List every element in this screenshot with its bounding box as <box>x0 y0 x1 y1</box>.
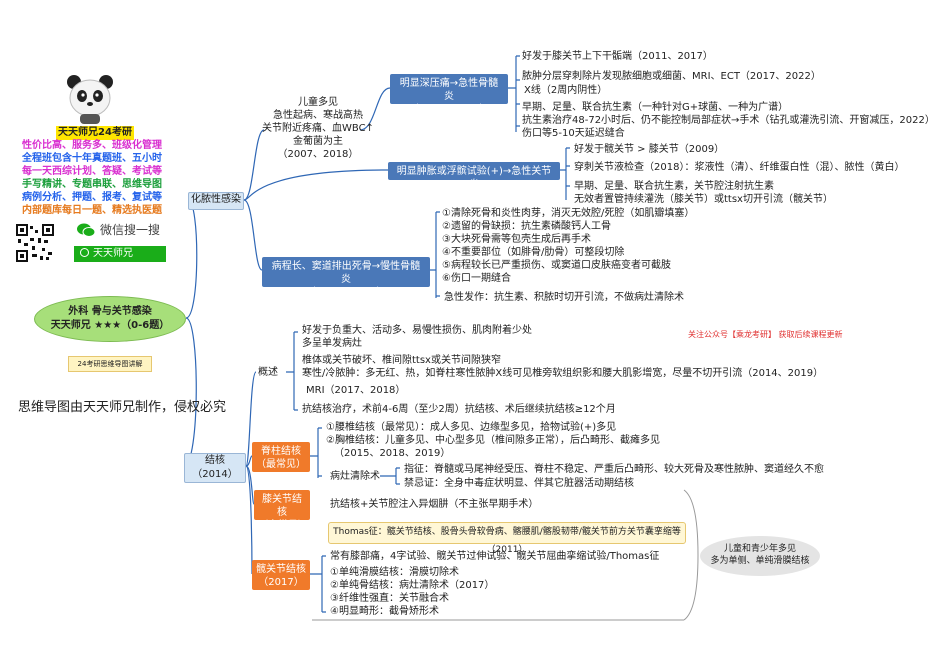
chronic-item: ③大块死骨需等包壳生成后再手术 <box>442 234 591 245</box>
spine-contra: 禁忌证：全身中毒症状明显、伴其它脏器活动期结核 <box>404 478 634 489</box>
search-value: 天天师兄 <box>93 248 133 259</box>
overview-label: 概述 <box>258 367 278 378</box>
node-chronic-osteomyelitis[interactable]: 病程长、窦道排出死骨→慢性骨髓炎 （2015、2020） <box>262 257 430 298</box>
node-label: （2017、2022） <box>408 104 490 115</box>
node-knee-tb[interactable]: 膝关节结核 （次常见） <box>254 490 310 531</box>
osteo-item: 好发于膝关节上下干骺端（2011、2017） <box>522 51 713 62</box>
overview-item: 椎体或关节破坏、椎间隙ttsx或关节间隙狭窄 <box>302 355 501 366</box>
chronic-item: ①清除死骨和炎性肉芽，消灭无效腔/死腔（如肌瓣填塞） <box>442 208 695 219</box>
note-line: 多为单侧、单纯滑膜结核 <box>710 556 810 566</box>
node-spine-tb[interactable]: 脊柱结核 （最常见） <box>252 442 310 472</box>
chronic-item: ④不重要部位（如腓骨/肋骨）可整段切除 <box>442 247 625 258</box>
node-label: （最常见） <box>256 459 306 470</box>
node-label: （2017） <box>258 577 304 588</box>
hip-item: 常有膝部痛，4字试验、髋关节过伸试验、髋关节屈曲挛缩试验/Thomas征 <box>330 551 660 562</box>
node-label: 结核 <box>205 455 225 466</box>
guide-badge: 24考研思维导图讲解 <box>68 356 152 372</box>
promo-line: 病例分析、押题、报考、复试等 <box>22 192 162 203</box>
node-tuberculosis[interactable]: 结核 （2014） <box>184 453 246 483</box>
node-label: （2015、2020） <box>305 287 387 298</box>
intro-line: （2007、2018） <box>277 149 359 160</box>
intro-line: 急性起病、寒战高热 <box>272 110 363 121</box>
promo-list: 性价比高、服务多、班级化管理 全程班包含十年真题班、五小时 每一天西综计划、答疑… <box>22 139 162 217</box>
spine-indication: 指征：脊髓或马尾神经受压、脊柱不稳定、严重后凸畸形、较大死骨及寒性脓肿、窦道经久… <box>404 464 824 475</box>
wechat-icon <box>76 222 96 238</box>
arthritis-item: 早期、足量、联合抗生素，关节腔注射抗生素 <box>574 181 774 192</box>
node-label: 病程长、窦道排出死骨→慢性骨髓炎 <box>271 261 421 285</box>
wechat-label: 微信搜一搜 <box>100 223 161 237</box>
overview-item: 多呈单发病灶 <box>302 338 362 349</box>
arthritis-item: 穿刺关节液检查（2018）：浆液性（清）、纤维蛋白性（混）、脓性（黄白） <box>574 162 905 173</box>
hip-item: ④明显畸形：截骨矫形术 <box>330 606 439 617</box>
node-acute-arthritis[interactable]: 明显肿胀或浮髌试验(+)→急性关节炎 <box>388 162 560 190</box>
arthritis-item: 无效者置管持续灌洗（膝关节）或ttsx切开引流（髋关节） <box>574 194 833 205</box>
node-label: （2014） <box>192 469 238 480</box>
promo-line: 性价比高、服务多、班级化管理 <box>22 140 162 151</box>
hip-item: ③纤维性强直：关节融合术 <box>330 593 449 604</box>
overview-item: MRI（2017、2018） <box>306 385 406 396</box>
qr-code <box>16 224 54 262</box>
node-hip-tb[interactable]: 髋关节结核 （2017） <box>252 560 310 590</box>
note-oval: 儿童和青少年多见 多为单侧、单纯滑膜结核 <box>700 536 820 576</box>
osteo-item: X线（2周内阴性） <box>524 85 608 96</box>
promo-line: 全程班包含十年真题班、五小时 <box>22 153 162 164</box>
chronic-item: ②遗留的骨缺损：抗生素磷酸钙人工骨 <box>442 221 611 232</box>
node-label: 膝关节结核 <box>262 494 302 518</box>
node-label: （次常见） <box>258 520 308 531</box>
arthritis-item: 好发于髋关节 > 膝关节（2009） <box>574 144 725 155</box>
suppurative-intro: 儿童多见 急性起病、寒战高热 关节附近疼痛、血WBC↑ 金葡菌为主 （2007、… <box>262 96 374 161</box>
node-label: 脊柱结核 <box>261 446 301 457</box>
spine-item: （2015、2018、2019） <box>334 448 451 459</box>
node-acute-osteomyelitis[interactable]: 明显深压痛→急性骨髓炎 （2017、2022） <box>390 74 508 115</box>
brand-banner: 天天师兄24考研 <box>56 126 134 140</box>
osteo-item: 抗生素治疗48-72小时后、仍不能控制局部症状→手术（钻孔或灌洗引流、开窗减压，… <box>522 115 935 126</box>
knee-item: 抗结核+关节腔注入异烟肼（不主张早期手术） <box>330 499 539 510</box>
panda-logo <box>64 72 116 126</box>
node-suppurative[interactable]: 化脓性感染 <box>188 192 244 210</box>
overview-item: 好发于负重大、活动多、易慢性损伤、肌肉附着少处 <box>302 325 532 336</box>
overview-item: 寒性/冷脓肿：多无红、热，如脊柱寒性脓肿X线可见椎旁软组织影和腰大肌影增宽，尽量… <box>302 368 824 379</box>
spine-item: ①腰椎结核（最常见）：成人多见、边缘型多见，拾物试验(+)多见 <box>326 422 617 433</box>
node-label: 髋关节结核 <box>256 564 306 575</box>
intro-line: 关节附近疼痛、血WBC↑ <box>262 123 374 134</box>
thomas-sign-box: Thomas征：髋关节结核、股骨头骨软骨病、髂腰肌/髂股韧带/髋关节前方关节囊挛… <box>328 522 686 555</box>
spine-surgery-label: 病灶清除术 <box>330 471 380 482</box>
intro-line: 金葡菌为主 <box>292 136 343 147</box>
chronic-item: ⑤病程较长已严重损伤、或窦道口皮肤癌变者可截肢 <box>442 260 671 271</box>
root-subtitle: 天天师兄 ★★★（0-6题） <box>50 320 170 331</box>
promo-line: 内部题库每日一题、精选执医题 <box>22 205 162 216</box>
chronic-item: 急性发作：抗生素、积脓时切开引流，不做病灶清除术 <box>444 292 684 303</box>
overview-item: 抗结核治疗，术前4-6周（至少2周）抗结核、术后继续抗结核≥12个月 <box>302 404 616 415</box>
spine-item: ②胸椎结核：儿童多见、中心型多见（椎间隙多正常），后凸畸形、截瘫多见 <box>326 435 660 446</box>
chronic-item: ⑥伤口一期缝合 <box>442 273 511 284</box>
promo-line: 每一天西综计划、答疑、考试等 <box>22 166 162 177</box>
promo-line: 手写精讲、专题串联、思维导图 <box>22 179 162 190</box>
root-node[interactable]: 外科 骨与关节感染 天天师兄 ★★★（0-6题） <box>34 296 186 342</box>
osteo-item: 伤口等5-10天延迟缝合 <box>522 128 625 139</box>
search-icon <box>80 248 89 257</box>
osteo-item: 脓肿分层穿刺除片发现脓细胞或细菌、MRI、ECT（2017、2022） <box>522 71 821 82</box>
osteo-item: 早期、足量、联合抗生素（一种针对G+球菌、一种为广谱） <box>522 102 789 113</box>
watermark-note: 关注公众号【乘龙考研】 获取后续课程更新 <box>688 330 843 339</box>
root-title: 外科 骨与关节感染 <box>68 306 152 317</box>
search-box[interactable]: 天天师兄 <box>74 246 166 262</box>
copyright-text: 思维导图由天天师兄制作，侵权必究 <box>18 400 227 415</box>
note-line: 儿童和青少年多见 <box>723 544 796 554</box>
hip-item: ②单纯骨结核：病灶清除术（2017） <box>330 580 495 591</box>
node-label: 明显深压痛→急性骨髓炎 <box>399 78 499 102</box>
intro-line: 儿童多见 <box>297 97 338 108</box>
hip-item: ①单纯滑膜结核：滑膜切除术 <box>330 567 459 578</box>
